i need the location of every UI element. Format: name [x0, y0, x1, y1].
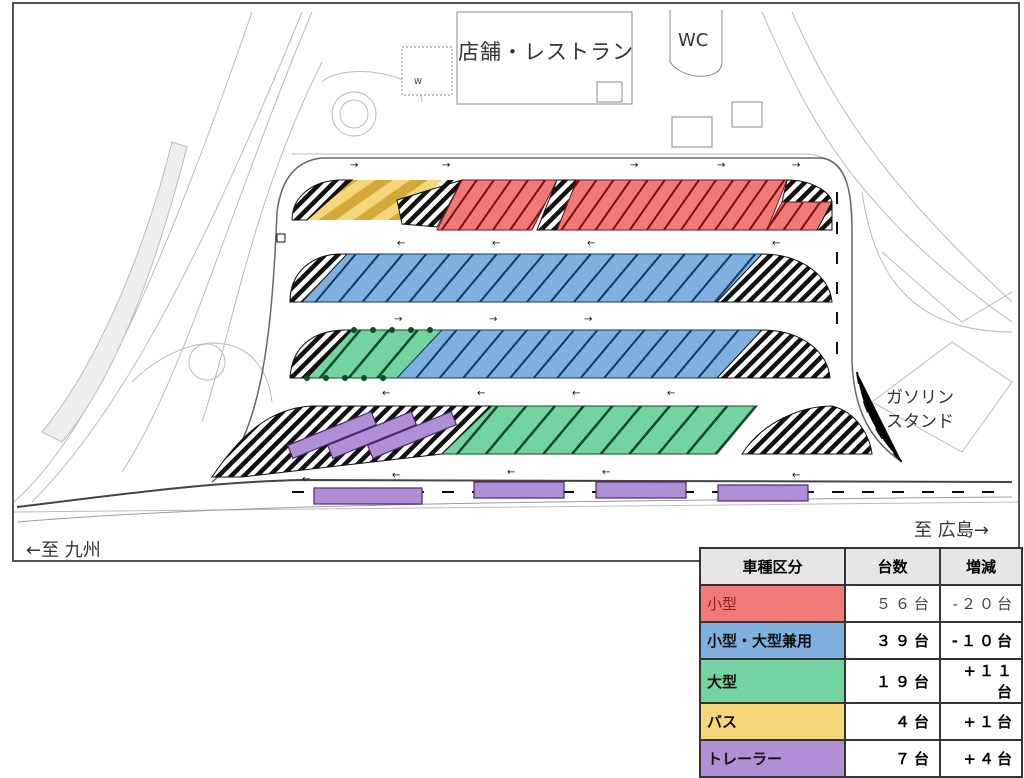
legend-row-trailer: トレーラー ７台 +４台: [699, 739, 1023, 778]
legend-change-large: +１１台: [939, 658, 1023, 704]
svg-text:←: ←: [392, 470, 400, 481]
svg-text:←: ←: [667, 388, 675, 399]
legend-category-small-large-shared: 小型・大型兼用: [699, 621, 846, 660]
direction-kyushu-label: ←至 九州: [26, 540, 101, 561]
parking-layout-map: W: [12, 2, 1020, 562]
svg-text:→: →: [630, 160, 638, 171]
svg-text:→: →: [489, 314, 497, 325]
svg-text:←: ←: [772, 238, 780, 249]
map-drawing: W: [14, 10, 1018, 523]
legend-count-small-large-shared: ３９台: [844, 621, 941, 660]
legend-category-large: 大型: [699, 658, 846, 704]
legend-category-trailer: トレーラー: [699, 739, 846, 778]
legend-count-trailer: ７台: [844, 739, 941, 778]
svg-text:←: ←: [492, 238, 500, 249]
shop-restaurant-label: 店舗・レストラン: [458, 40, 634, 64]
svg-text:→: →: [350, 160, 358, 171]
direction-hiroshima-label: 至 広島→: [914, 520, 989, 541]
svg-text:←: ←: [602, 467, 610, 478]
legend-category-small: 小型: [699, 584, 846, 623]
svg-text:←: ←: [302, 474, 310, 485]
legend-change-small: -２０台: [939, 584, 1023, 623]
svg-text:←: ←: [397, 238, 405, 249]
gas-station-label: ガソリン スタンド: [886, 386, 954, 434]
header-count: 台数: [844, 547, 941, 586]
svg-text:←: ←: [792, 470, 800, 481]
legend-count-bus: ４台: [844, 702, 941, 741]
svg-text:→: →: [792, 160, 800, 171]
legend-count-small: ５６台: [844, 584, 941, 623]
svg-text:←: ←: [382, 388, 390, 399]
legend-row-small: 小型 ５６台 -２０台: [699, 584, 1023, 623]
legend-category-bus: バス: [699, 702, 846, 741]
legend-change-bus: +１台: [939, 702, 1023, 741]
header-change: 増減: [939, 547, 1023, 586]
svg-text:W: W: [414, 77, 422, 86]
header-category: 車種区分: [699, 547, 846, 586]
svg-text:→: →: [394, 314, 402, 325]
legend-change-trailer: +４台: [939, 739, 1023, 778]
svg-text:←: ←: [507, 467, 515, 478]
legend-row-small-large-shared: 小型・大型兼用 ３９台 -１０台: [699, 621, 1023, 660]
svg-text:→: →: [442, 160, 450, 171]
legend-change-small-large-shared: -１０台: [939, 621, 1023, 660]
svg-text:←: ←: [572, 388, 580, 399]
gas-station-label-line2: スタンド: [886, 412, 954, 432]
parking-capacity-legend-table: 車種区分 台数 増減 小型 ５６台 -２０台 小型・大型兼用 ３９台 -１０台 …: [699, 547, 1023, 778]
legend-row-bus: バス ４台 +１台: [699, 702, 1023, 741]
legend-row-large: 大型 １９台 +１１台: [699, 658, 1023, 704]
svg-text:←: ←: [477, 388, 485, 399]
svg-text:→: →: [584, 314, 592, 325]
wc-label: WC: [678, 30, 709, 51]
svg-text:→: →: [717, 160, 725, 171]
gas-station-label-line1: ガソリン: [886, 388, 954, 408]
legend-header-row: 車種区分 台数 増減: [699, 547, 1023, 586]
legend-count-large: １９台: [844, 658, 941, 704]
svg-text:←: ←: [587, 238, 595, 249]
